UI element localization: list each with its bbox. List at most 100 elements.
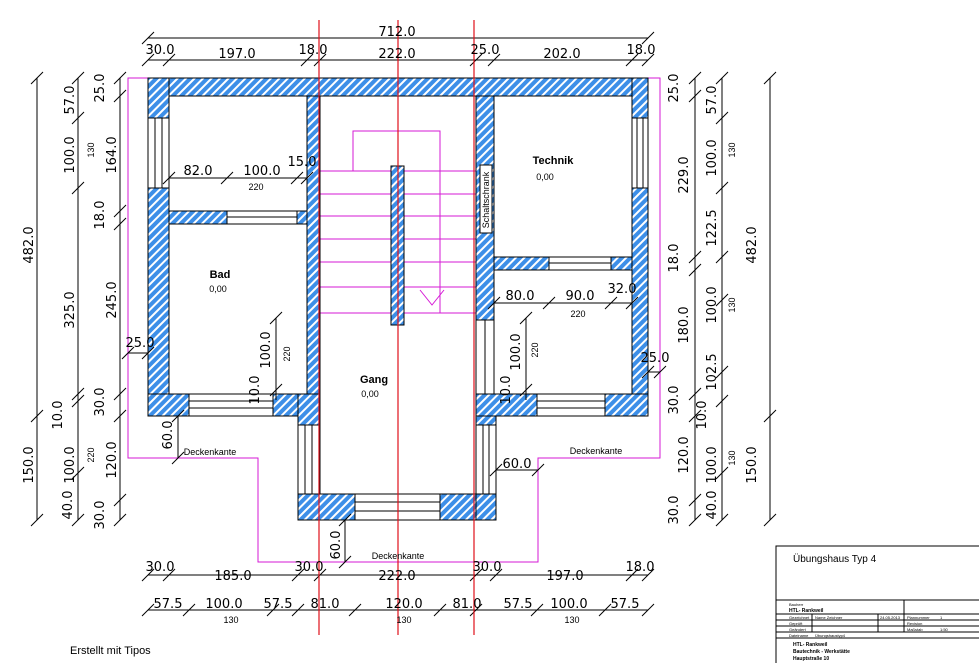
dimension-tick xyxy=(71,71,85,85)
dimension-tick xyxy=(715,394,729,408)
dimension-label: 185.0 xyxy=(214,569,251,584)
dimension-tick xyxy=(266,603,280,617)
dimension-tick xyxy=(141,31,155,45)
dimension-label: 25.0 xyxy=(126,336,155,351)
dimension-tick xyxy=(141,603,155,617)
title-block-label: Dateiname xyxy=(789,633,809,638)
dimension-ticks xyxy=(30,31,777,617)
title-block-label: Geändert xyxy=(789,627,807,632)
title-block-label: Geprüft xyxy=(789,621,803,626)
dimension-tick xyxy=(113,89,127,103)
dimension-tick xyxy=(469,53,483,67)
dimension-label: 25.0 xyxy=(641,351,670,366)
dimension-label: 60.0 xyxy=(329,531,344,560)
dimension-tick xyxy=(71,111,85,125)
dimension-tick xyxy=(113,409,127,423)
dimension-label: 57.5 xyxy=(154,597,183,612)
dimension-tick xyxy=(625,568,639,582)
dimension-tick xyxy=(715,513,729,527)
dimension-label: 10.0 xyxy=(499,376,514,405)
title-block xyxy=(775,545,979,663)
opening-height-label: 130 xyxy=(564,615,579,625)
dimension-tick xyxy=(113,71,127,85)
dimension-tick xyxy=(71,387,85,401)
room-level: 0,00 xyxy=(209,284,227,294)
dimension-tick xyxy=(715,181,729,195)
dimension-label: 30.0 xyxy=(93,501,108,530)
dimension-tick xyxy=(141,53,155,67)
address-line: HTL- Rankweil xyxy=(793,642,828,648)
dimension-label: 150.0 xyxy=(22,446,37,483)
dimension-label: 80.0 xyxy=(506,289,535,304)
credit-text: Erstellt mit Tipos xyxy=(70,645,151,657)
dimension-label: 90.0 xyxy=(566,289,595,304)
dimension-tick xyxy=(171,451,185,465)
dimension-tick xyxy=(763,71,777,85)
dimension-tick xyxy=(162,53,176,67)
dimension-tick xyxy=(688,409,702,423)
dimension-tick xyxy=(489,463,503,477)
dimension-tick xyxy=(338,513,352,527)
dimension-label: 81.0 xyxy=(311,597,340,612)
title-block-label: Maßstab xyxy=(907,627,923,632)
ceiling-edge-label: Deckenkante xyxy=(372,551,425,561)
dimension-label: 60.0 xyxy=(161,421,176,450)
dimension-label: 30.0 xyxy=(295,560,324,575)
dimension-tick xyxy=(113,493,127,507)
title-block-value: Übungshaustyp4 xyxy=(815,633,846,638)
opening-height-label: 130 xyxy=(396,615,411,625)
dimension-tick xyxy=(604,296,618,310)
dimension-tick xyxy=(300,53,314,67)
dimension-tick xyxy=(269,311,283,325)
dimension-label: 40.0 xyxy=(61,491,76,520)
room-level: 0,00 xyxy=(536,172,554,182)
dimension-tick xyxy=(542,296,556,310)
dimension-tick xyxy=(113,387,127,401)
overall-width-dimension: 712.0 xyxy=(378,25,415,40)
dimension-label: 120.0 xyxy=(105,441,120,478)
dimension-label: 18.0 xyxy=(299,43,328,58)
dimension-label: 202.0 xyxy=(543,47,580,62)
dimension-label: 100.0 xyxy=(509,333,524,370)
dimension-tick xyxy=(715,250,729,264)
dimension-label: 100.0 xyxy=(63,136,78,173)
dimension-tick xyxy=(688,493,702,507)
dimension-tick xyxy=(531,463,545,477)
dimension-tick xyxy=(487,296,501,310)
dimension-tick xyxy=(141,568,155,582)
dimension-tick xyxy=(291,568,305,582)
opening-height-label: 130 xyxy=(727,142,737,157)
dimension-tick xyxy=(688,71,702,85)
opening-height-label: 130 xyxy=(727,450,737,465)
dimension-tick xyxy=(113,217,127,231)
windows xyxy=(147,117,649,521)
dimension-tick xyxy=(489,568,503,582)
dimension-label: 57.0 xyxy=(63,86,78,115)
dimension-label: 100.0 xyxy=(550,597,587,612)
title-block-value: Name Zeichner xyxy=(815,615,843,620)
dimension-label: 102.5 xyxy=(705,353,720,390)
dimension-label: 30.0 xyxy=(473,560,502,575)
dimension-tick xyxy=(688,263,702,277)
dimension-tick xyxy=(641,568,655,582)
dimension-tick xyxy=(30,513,44,527)
title-block-label: Revision xyxy=(907,621,922,626)
dimension-tick xyxy=(598,603,612,617)
title-block-label: Bauherr xyxy=(789,602,804,607)
dimension-label: 60.0 xyxy=(503,457,532,472)
dimension-tick xyxy=(715,365,729,379)
dimension-label: 482.0 xyxy=(22,226,37,263)
dimension-tick xyxy=(113,204,127,218)
dimension-tick xyxy=(641,603,655,617)
address-line: Hauptstraße 10 xyxy=(793,656,829,662)
dimension-tick xyxy=(141,346,155,360)
dimension-label: 10.0 xyxy=(695,401,710,430)
dimension-label: 25.0 xyxy=(93,74,108,103)
dimension-tick xyxy=(300,171,314,185)
dimension-label: 100.0 xyxy=(705,286,720,323)
dimension-tick xyxy=(519,311,533,325)
dimension-tick xyxy=(715,111,729,125)
dimension-label: 25.0 xyxy=(667,74,682,103)
dimension-label: 120.0 xyxy=(677,436,692,473)
